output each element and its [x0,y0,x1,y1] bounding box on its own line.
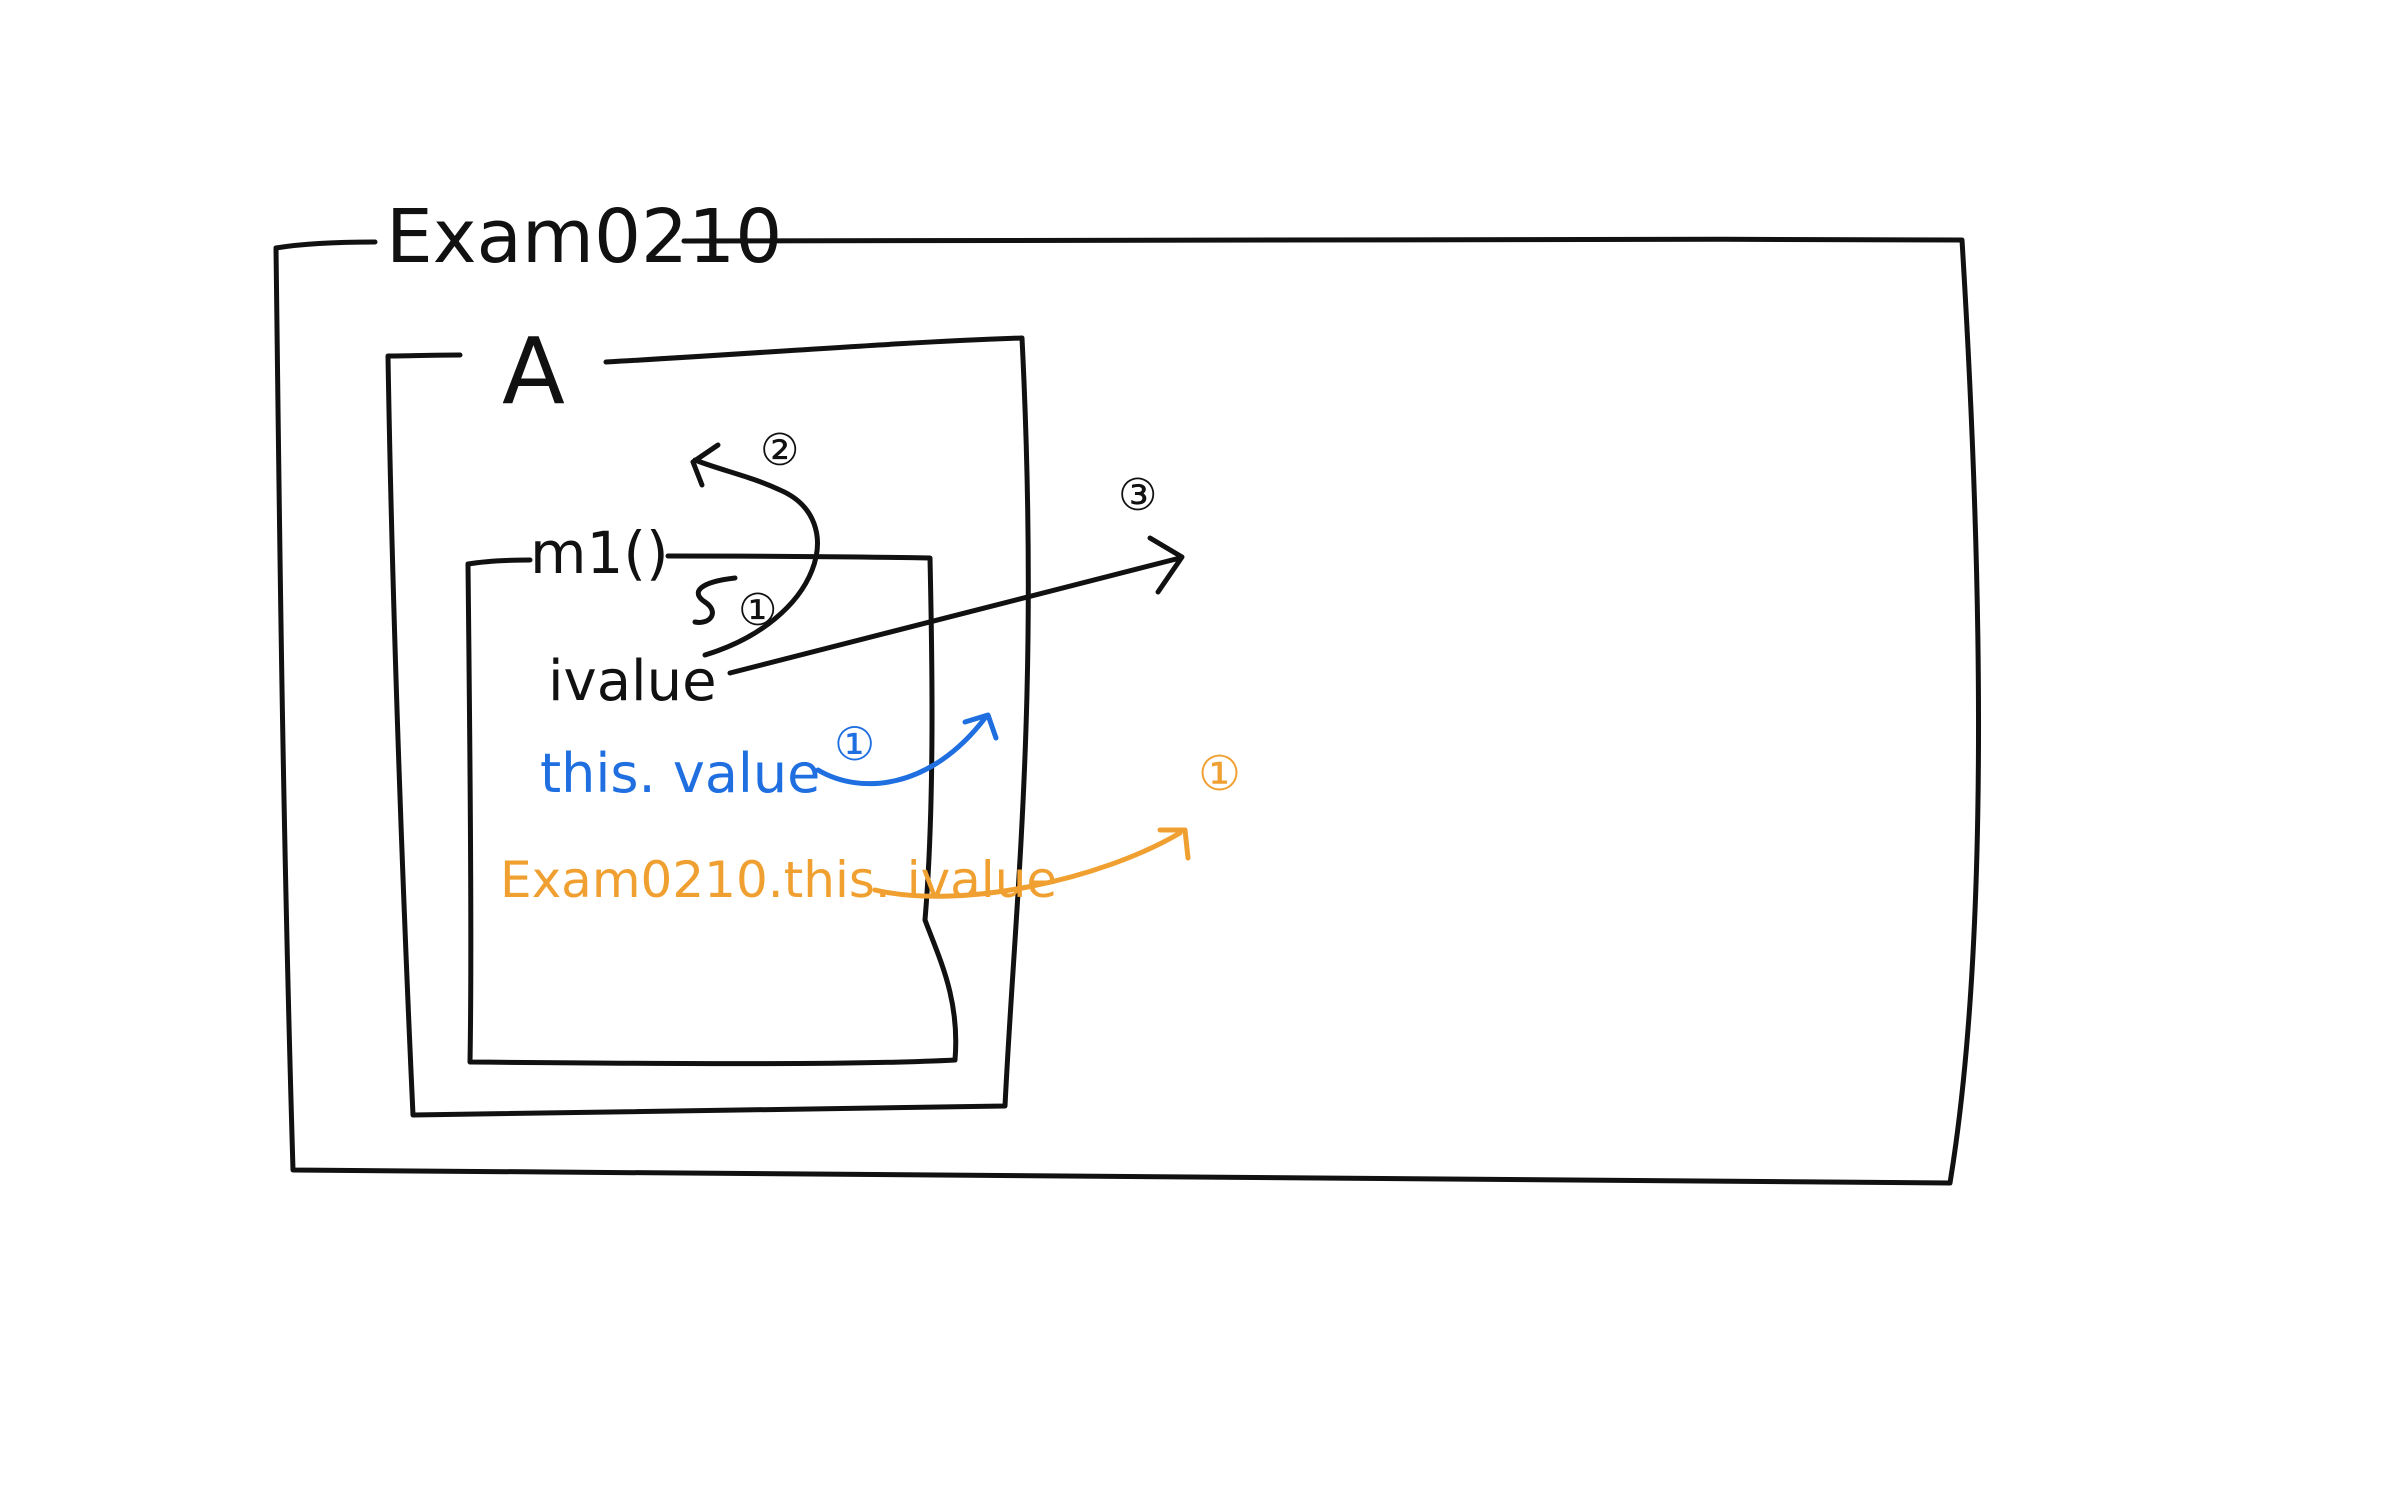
outer-class-box [273,236,1982,1186]
method-label: m1() [530,519,669,587]
method-box [465,553,959,1067]
hook-mark [692,575,738,625]
local-var-label: ivalue [548,649,717,714]
orange-step-marker: ① [1198,746,1241,802]
this-ref-arrow [815,712,999,787]
outer-this-ref-label: Exam0210.this. ivalue [500,851,1057,909]
this-ref-label: this. value [540,742,820,805]
step-3-marker: ③ [1118,470,1157,521]
blue-step-marker: ① [834,717,875,771]
inner-class-label: A [502,318,565,425]
inner-class-box [385,335,1031,1118]
outer-this-ref-arrow [872,827,1191,899]
lookup-arrow-up [690,442,820,658]
outer-class-label: Exam0210 [386,194,782,280]
step-1-marker: ① [738,585,777,636]
step-2-marker: ② [760,425,799,476]
lookup-arrow-out [727,535,1185,676]
